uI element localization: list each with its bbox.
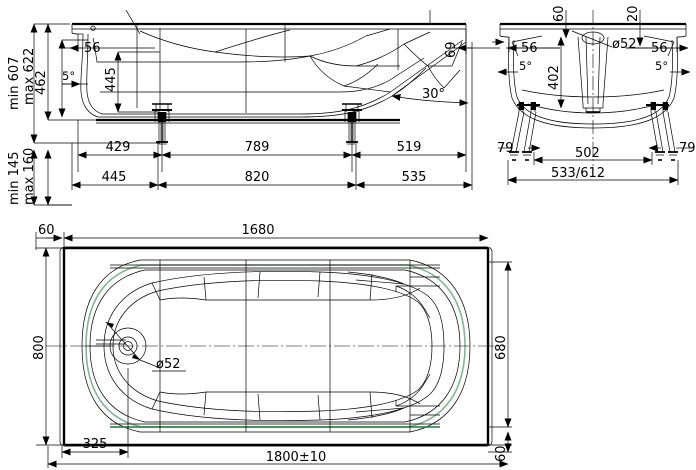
dim-max-622: max 622 (22, 48, 37, 105)
dim-side-445: 445 (104, 67, 119, 92)
dim-plan-60-topleft: 60 (38, 223, 55, 238)
dim-535: 535 (402, 170, 427, 185)
side-view-vertical-dimensions (30, 23, 160, 206)
dim-end-56-right: 56 (651, 41, 668, 56)
dim-end-60: 60 (552, 5, 567, 22)
side-view-geometry (71, 22, 467, 124)
dim-end-79-right: 79 (679, 141, 696, 156)
dim-plan-1680: 1680 (241, 223, 274, 238)
dim-end-402: 402 (547, 65, 562, 90)
dim-519: 519 (397, 140, 422, 155)
dim-side-69: 69 (444, 41, 459, 58)
side-view-dimension-chains (71, 42, 473, 190)
dim-min-145: min 145 (7, 152, 22, 205)
dim-820: 820 (245, 170, 270, 185)
dim-side-56: 56 (84, 41, 101, 56)
plan-view-geometry (46, 246, 506, 447)
dim-plan-680: 680 (494, 335, 509, 360)
dim-429: 429 (106, 140, 131, 155)
side-view-inner-dimensions (62, 9, 505, 113)
dim-plan-1800: 1800±10 (266, 450, 327, 465)
dim-end-angle-5-right: 5° (655, 59, 668, 73)
dim-plan-800: 800 (32, 335, 47, 360)
dim-end-533-612: 533/612 (551, 166, 605, 181)
side-view-feet (152, 103, 362, 145)
dim-end-diameter-52: ø52 (612, 37, 637, 52)
dim-plan-325: 325 (83, 437, 108, 452)
dim-plan-diameter-52: ø52 (156, 357, 181, 372)
end-view-feet (509, 102, 678, 161)
dim-min-607: min 607 (7, 57, 22, 110)
dim-max-160: max 160 (22, 148, 37, 205)
dim-plan-60-bottomright: 60 (494, 445, 509, 462)
plan-view-dimensions (35, 232, 512, 468)
dim-end-56-left: 56 (521, 41, 538, 56)
dim-end-79-left: 79 (497, 141, 514, 156)
dim-side-angle-5: 5° (62, 69, 75, 83)
end-view-dimensions (497, 10, 691, 185)
dim-445-lower: 445 (102, 170, 127, 185)
dim-789: 789 (245, 140, 270, 155)
dim-462: 462 (34, 70, 49, 95)
dim-side-angle-30: 30° (422, 87, 445, 102)
dim-end-angle-5-left: 5° (519, 59, 532, 73)
dim-end-502: 502 (575, 146, 600, 161)
dim-end-20: 20 (626, 5, 641, 22)
